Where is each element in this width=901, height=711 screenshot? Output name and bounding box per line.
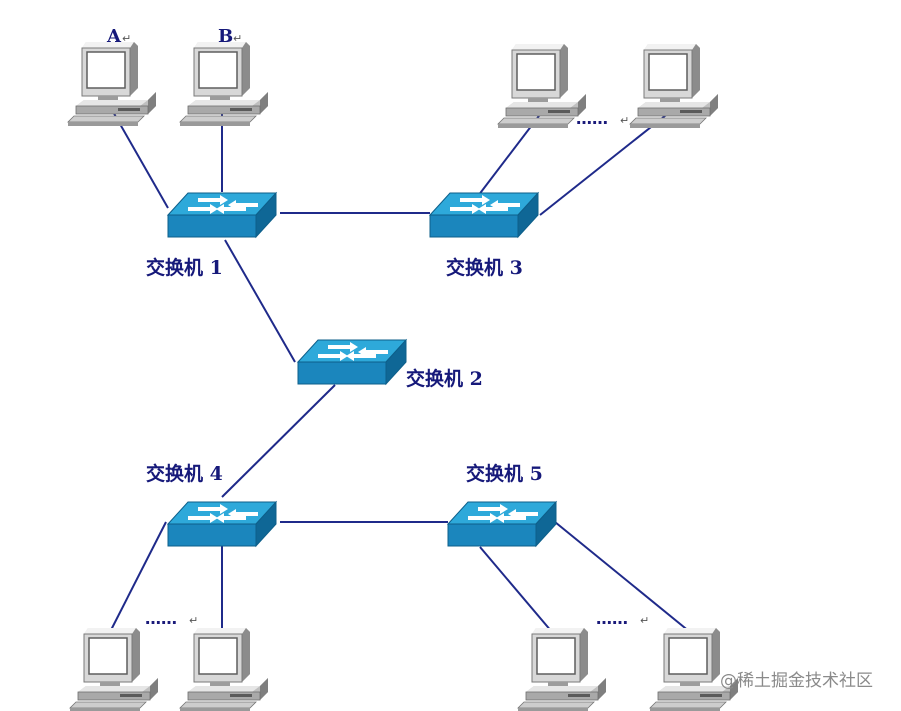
switch-1 xyxy=(167,192,277,238)
computer-b xyxy=(179,41,269,127)
computer-b-label: B xyxy=(218,26,233,47)
switch-4-label: 交换机 4 xyxy=(146,462,223,485)
computer-5b xyxy=(649,627,739,711)
ellipsis-top: …… xyxy=(576,109,608,128)
link-s1-s2 xyxy=(224,239,296,363)
computer-5a xyxy=(517,627,607,711)
return-mark-a: ↵ xyxy=(122,32,131,45)
switch-4 xyxy=(167,501,277,547)
link-s5-pc5a xyxy=(479,546,553,633)
switch-3 xyxy=(429,192,539,238)
ellipsis-bottom-left: …… xyxy=(145,609,177,628)
return-mark-top: ↵ xyxy=(620,114,629,127)
return-mark-bottom-left: ↵ xyxy=(189,614,198,627)
return-mark-bottom-right: ↵ xyxy=(640,614,649,627)
link-s5-pc5b xyxy=(554,521,691,633)
switch-5 xyxy=(447,501,557,547)
computer-3b xyxy=(629,43,719,129)
watermark: @稀土掘金技术社区 xyxy=(720,671,873,691)
switch-3-label: 交换机 3 xyxy=(446,256,523,279)
computer-4b xyxy=(179,627,269,711)
link-pcA-s1 xyxy=(111,109,169,209)
link-s2-s4 xyxy=(221,384,336,498)
switch-5-label: 交换机 5 xyxy=(466,462,543,485)
return-mark-b: ↵ xyxy=(233,32,242,45)
computer-3a xyxy=(497,43,587,129)
computer-4a xyxy=(69,627,159,711)
ellipsis-bottom-right: …… xyxy=(596,609,628,628)
link-s4-pc4a xyxy=(109,521,167,633)
computer-a-label: A xyxy=(106,26,122,47)
switch-2 xyxy=(297,339,407,385)
links xyxy=(109,107,691,633)
computer-a xyxy=(67,41,157,127)
switch-1-label: 交换机 1 xyxy=(146,256,223,279)
switch-2-label: 交换机 2 xyxy=(406,367,483,390)
